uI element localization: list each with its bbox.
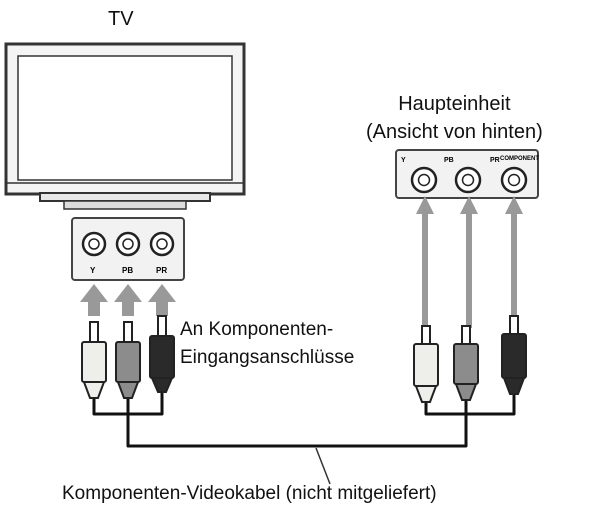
unit-jack-pb	[454, 166, 482, 194]
tv-jack-panel: Y PB PR	[71, 217, 185, 281]
tv-screen	[17, 55, 233, 181]
tv-plug-pr	[149, 315, 175, 393]
tv-jack-label-y: Y	[90, 266, 96, 275]
arrow-up-icon	[416, 196, 434, 328]
arrow-up-icon	[114, 284, 142, 316]
component-input-note: An Komponenten- Eingangsanschlüsse	[180, 316, 354, 372]
tv-plug-pb	[115, 321, 141, 399]
main-unit-label: Haupteinheit (Ansicht von hinten)	[366, 90, 543, 146]
unit-jack-label-y: Y	[401, 157, 406, 164]
unit-jack-y	[410, 166, 438, 194]
arrow-up-icon	[80, 284, 108, 316]
component-panel-title: COMPONENT	[500, 156, 539, 162]
unit-arrows	[416, 196, 523, 328]
tv-jack-label-pr: PR	[156, 266, 167, 275]
tv-arrows	[80, 284, 176, 316]
cable-caption: Komponenten-Videokabel (nicht mitgeliefe…	[62, 483, 437, 504]
component-input-note-line1: An Komponenten-	[180, 319, 334, 340]
main-unit-label-line2: (Ansicht von hinten)	[366, 121, 543, 143]
unit-plug-pr	[501, 315, 527, 395]
component-input-note-line2: Eingangsanschlüsse	[180, 347, 355, 368]
unit-jack-label-pb: PB	[444, 157, 454, 164]
arrow-up-icon	[148, 284, 176, 316]
unit-plug-y	[413, 325, 439, 403]
arrow-up-icon	[460, 196, 478, 328]
arrow-up-icon	[505, 196, 523, 318]
tv-plug-y	[81, 321, 107, 399]
tv-jack-label-pb: PB	[122, 266, 133, 275]
tv-label: TV	[108, 8, 134, 30]
unit-jack-label-pr: PR	[490, 157, 500, 164]
tv-stand-base	[63, 200, 187, 210]
main-unit-label-line1: Haupteinheit	[398, 93, 511, 115]
tv-jack-y	[81, 231, 107, 257]
tv-jack-pr	[149, 231, 175, 257]
caption-leader-line	[315, 447, 331, 485]
tv-jack-pb	[115, 231, 141, 257]
tv-stand-top	[39, 192, 211, 202]
unit-jack-pr	[500, 166, 528, 194]
unit-plug-pb	[453, 325, 479, 401]
component-cable	[92, 392, 516, 448]
main-unit-panel: Y PB PR COMPONENT	[395, 149, 539, 199]
tv-illustration	[4, 42, 246, 210]
